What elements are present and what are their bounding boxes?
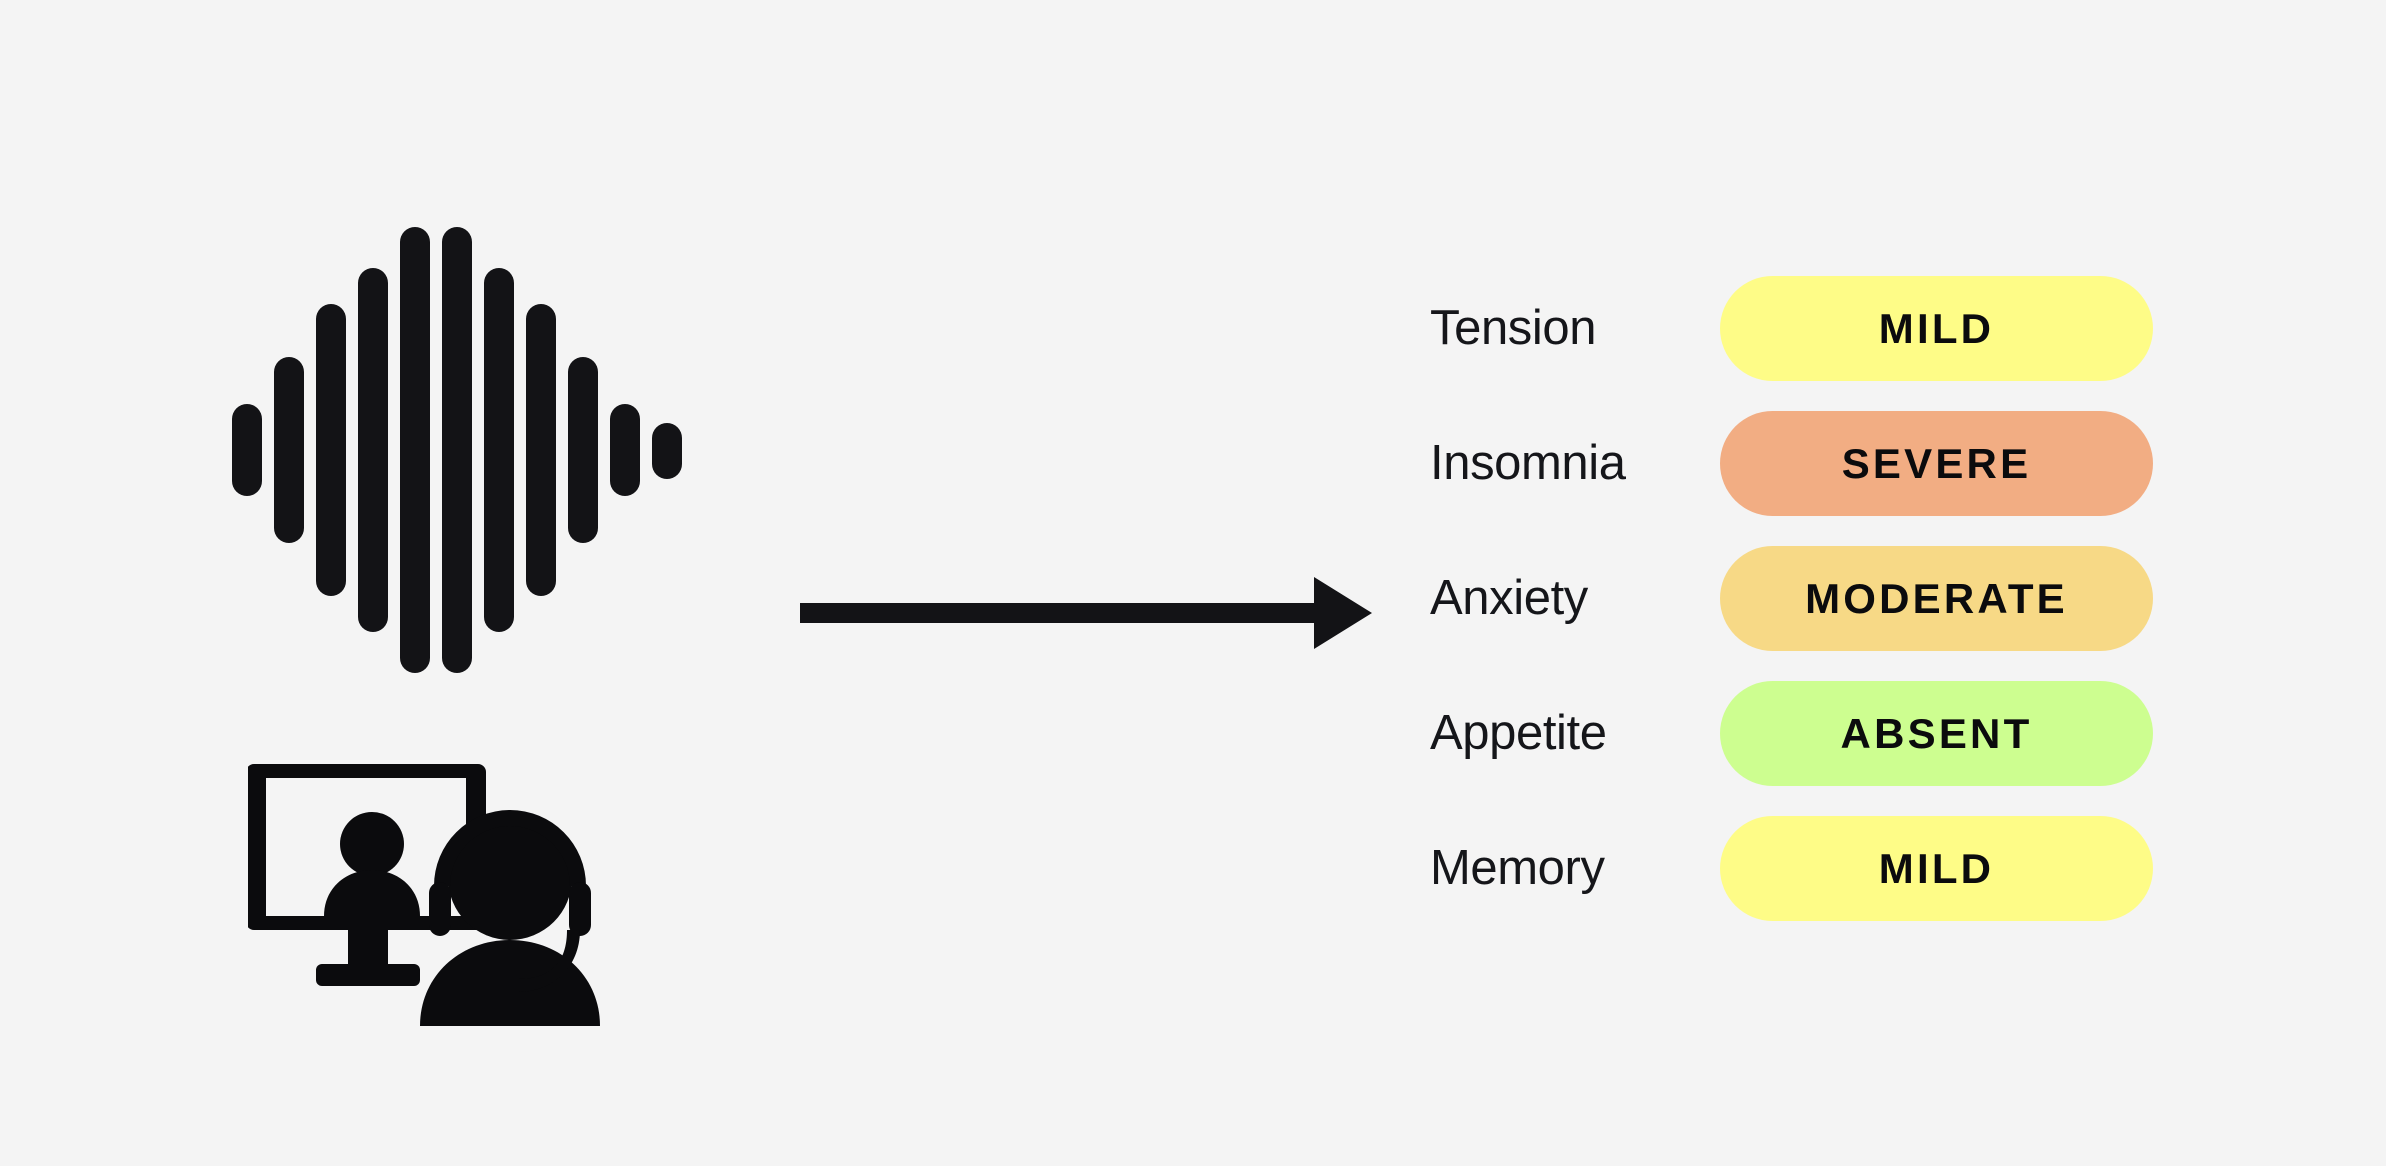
symptom-label-tension: Tension (1430, 301, 1597, 355)
list-item: Memory MILD (1430, 816, 2190, 921)
list-item: Tension MILD (1430, 276, 2190, 381)
status-badge-memory: MILD (1720, 816, 2153, 921)
list-item: Anxiety MODERATE (1430, 546, 2190, 651)
list-item: Insomnia SEVERE (1430, 411, 2190, 516)
symptom-label-appetite: Appetite (1430, 706, 1607, 760)
symptom-label-insomnia: Insomnia (1430, 436, 1626, 490)
right-arrow-icon (800, 575, 1372, 651)
telehealth-agent-icon (248, 758, 618, 1030)
status-badge-insomnia: SEVERE (1720, 411, 2153, 516)
status-badge-appetite: ABSENT (1720, 681, 2153, 786)
symptom-severity-list: Tension MILD Insomnia SEVERE Anxiety MOD… (1430, 276, 2190, 921)
audio-waveform-icon (228, 205, 688, 695)
symptom-label-anxiety: Anxiety (1430, 571, 1588, 625)
input-modality-group (0, 0, 760, 1166)
status-badge-tension: MILD (1720, 276, 2153, 381)
symptom-label-memory: Memory (1430, 841, 1605, 895)
status-badge-anxiety: MODERATE (1720, 546, 2153, 651)
list-item: Appetite ABSENT (1430, 681, 2190, 786)
